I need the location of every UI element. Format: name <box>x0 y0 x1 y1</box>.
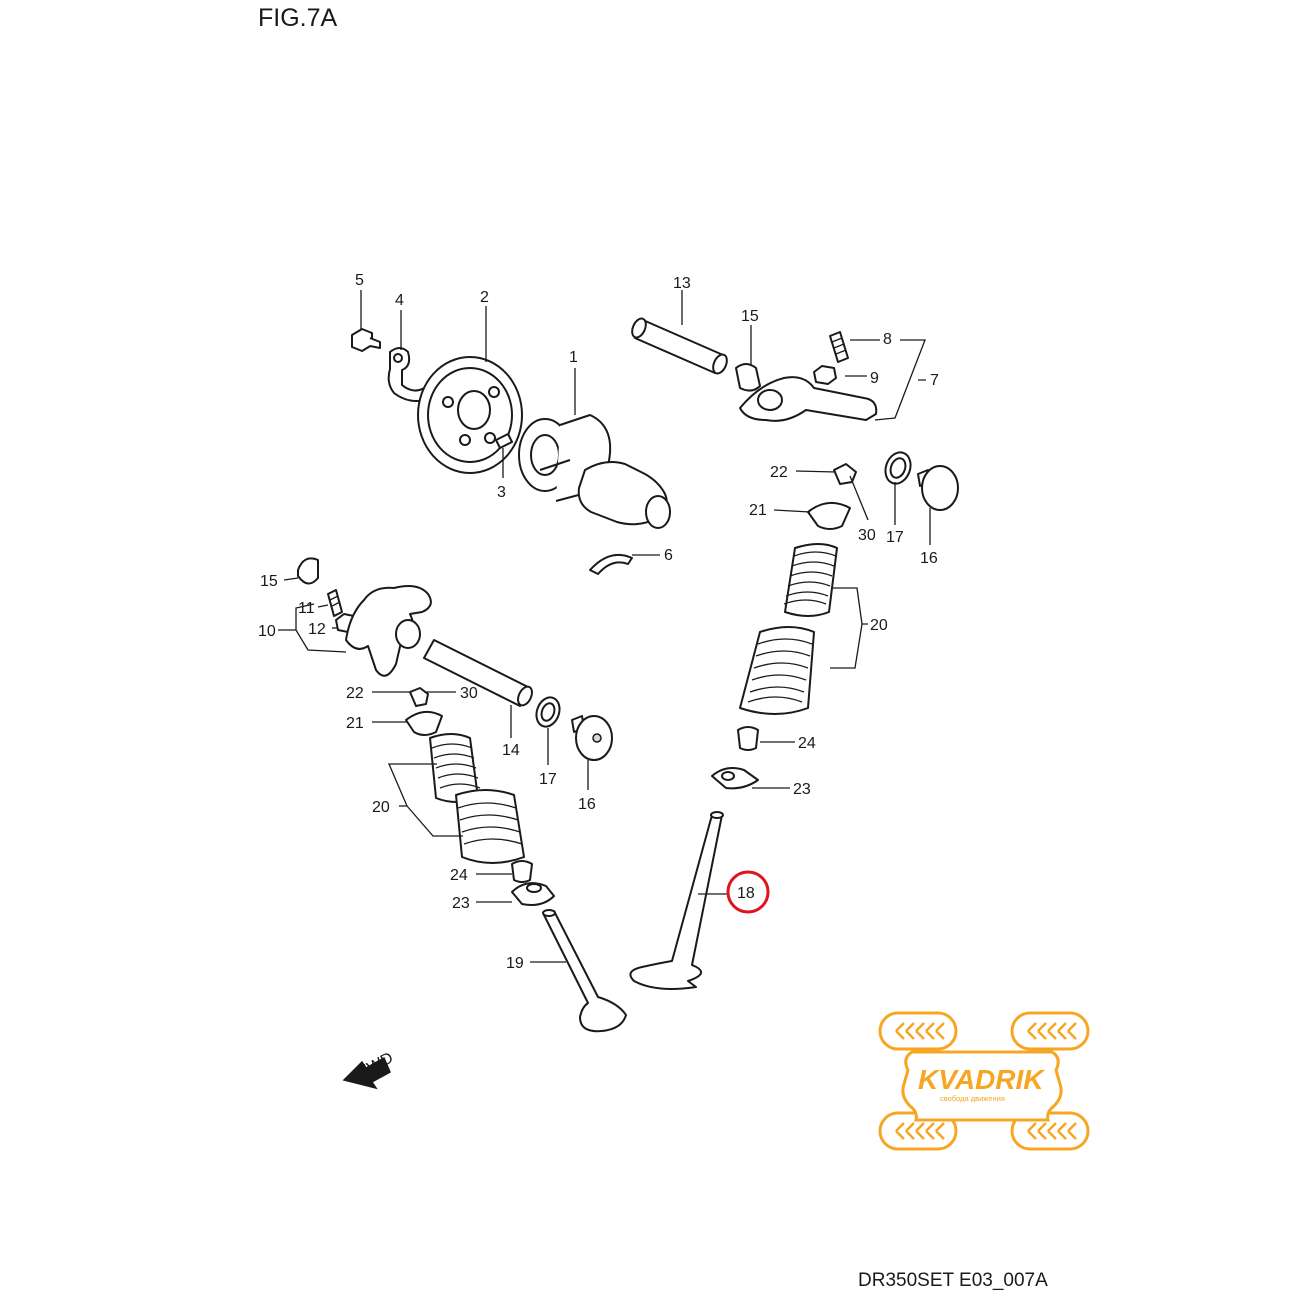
tire-icon-top-left <box>878 1011 958 1051</box>
stem-seal-24-right <box>737 726 759 751</box>
logo-frame <box>901 1050 1063 1122</box>
stem-seal-24-left <box>511 860 533 883</box>
figure-title: FIG.7A <box>258 4 338 32</box>
callout-5: 5 <box>355 272 364 289</box>
callout-17-right: 17 <box>886 529 904 546</box>
callout-21-right: 21 <box>749 502 767 519</box>
callout-6: 6 <box>664 547 673 564</box>
callout-20-right: 20 <box>870 617 888 634</box>
valve-cotter-22-left <box>409 687 429 707</box>
o-ring-15-top <box>735 363 761 392</box>
callout-9: 9 <box>870 370 879 387</box>
highlight-circle-18 <box>726 870 770 914</box>
callout-23-left: 23 <box>452 895 470 912</box>
callout-10: 10 <box>258 623 276 640</box>
nut-9 <box>813 365 837 385</box>
valve-retainer-21-right <box>807 501 851 530</box>
callout-23-right: 23 <box>793 781 811 798</box>
logo-tagline: свобода движения <box>940 1094 1005 1103</box>
callout-7: 7 <box>930 372 939 389</box>
o-ring-17-left <box>535 696 561 728</box>
spring-seat-23-left <box>511 882 555 906</box>
callout-4: 4 <box>395 292 404 309</box>
callout-18: 18 <box>737 885 755 902</box>
callout-30-right: 30 <box>858 527 876 544</box>
callout-21-left: 21 <box>346 715 364 732</box>
adjusting-screw-8 <box>829 331 849 363</box>
valve-spring-outer-20-right <box>739 626 815 715</box>
spring-seat-23-right <box>711 767 759 790</box>
valve-retainer-21-left <box>405 710 443 736</box>
rocker-arm-10 <box>345 585 432 677</box>
callout-13: 13 <box>673 275 691 292</box>
tappet-cap-16-right <box>917 465 959 511</box>
adjusting-screw-11 <box>327 589 343 617</box>
camshaft-1 <box>518 414 671 529</box>
callout-24-right: 24 <box>798 735 816 752</box>
valve-cotter-22-right <box>833 463 857 485</box>
callout-1: 1 <box>569 349 578 366</box>
callout-30-left: 30 <box>460 685 478 702</box>
tappet-cap-16-left <box>571 715 613 761</box>
callout-22-right: 22 <box>770 464 788 481</box>
callout-15-top: 15 <box>741 308 759 325</box>
leader-lines <box>278 290 931 963</box>
rocker-shaft-14 <box>423 639 533 707</box>
o-ring-15-left <box>297 557 319 585</box>
rocker-arm-7 <box>739 376 878 422</box>
valve-spring-inner-20-left <box>429 733 481 803</box>
callout-16-right: 16 <box>920 550 938 567</box>
callout-19: 19 <box>506 955 524 972</box>
callout-numbers: 5 4 2 1 3 6 13 15 8 9 7 22 21 30 17 16 2… <box>258 272 939 972</box>
rocker-shaft-13 <box>631 317 728 375</box>
dowel-pin-3 <box>495 433 513 449</box>
callout-24-left: 24 <box>450 867 468 884</box>
tire-icon-top-right <box>1010 1011 1090 1051</box>
o-ring-17-right <box>884 451 912 485</box>
bolt-5 <box>351 328 381 352</box>
document-code: DR350SET E03_007A <box>858 1270 1048 1291</box>
camshaft-sprocket-2 <box>417 356 523 474</box>
valve-spring-inner-20-right <box>783 543 838 617</box>
callout-17-left: 17 <box>539 771 557 788</box>
callout-8: 8 <box>883 331 892 348</box>
intake-valve-19 <box>542 909 627 1033</box>
logo-name: KVADRIK <box>918 1064 1045 1095</box>
callout-20-left: 20 <box>372 799 390 816</box>
exhaust-valve-18 <box>629 811 724 990</box>
callout-14: 14 <box>502 742 520 759</box>
callout-22-left: 22 <box>346 685 364 702</box>
valve-spring-outer-20-left <box>455 789 525 864</box>
fwd-arrow-icon: FWD <box>342 1049 396 1090</box>
callout-16-left: 16 <box>578 796 596 813</box>
kvadrik-logo: KVADRIK свобода движения <box>878 1011 1090 1151</box>
tire-icon-bottom-right <box>1010 1111 1090 1151</box>
callout-2: 2 <box>480 289 489 306</box>
callout-3: 3 <box>497 484 506 501</box>
callout-11: 11 <box>298 600 315 617</box>
callout-15-left: 15 <box>260 573 278 590</box>
callout-12: 12 <box>308 621 326 638</box>
cam-circlip-6 <box>589 554 633 575</box>
